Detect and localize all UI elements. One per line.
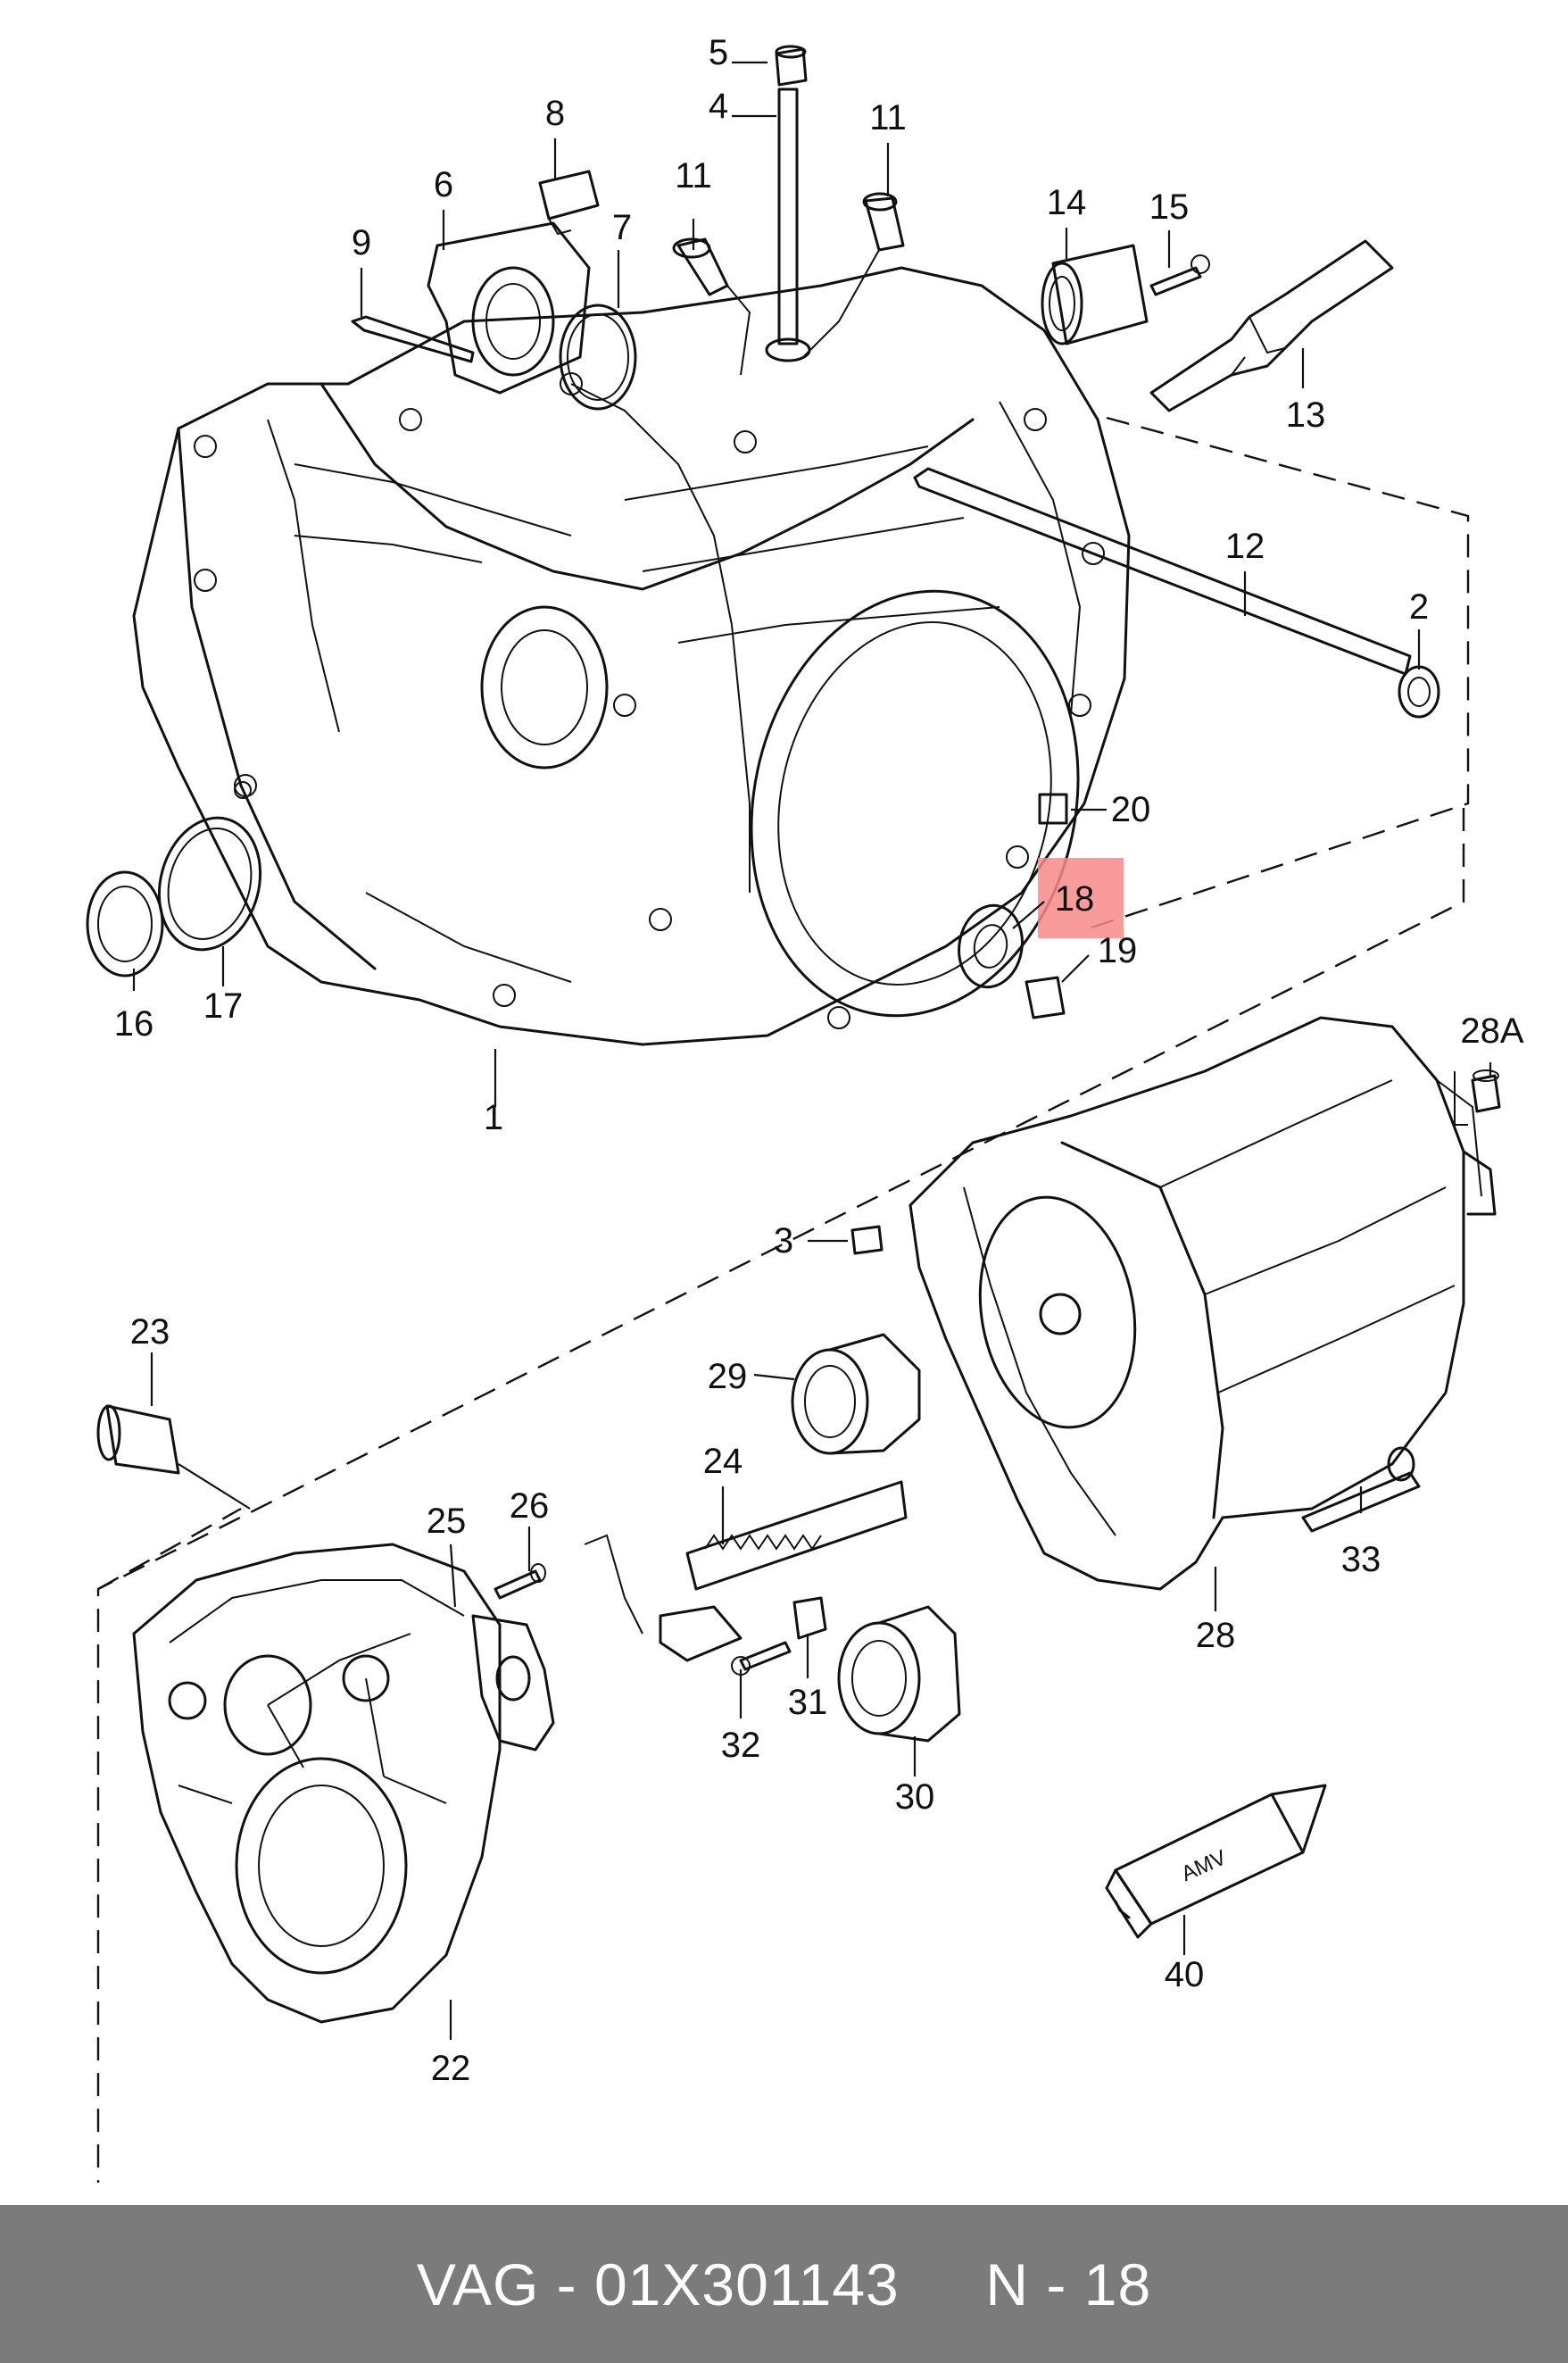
callout-29: 29 [708, 1357, 748, 1396]
callout-11: 11 [869, 98, 907, 137]
callout-28: 28 [1196, 1616, 1236, 1655]
callout-16: 16 [114, 1004, 154, 1044]
callout-33: 33 [1341, 1540, 1381, 1579]
top-small-parts [86, 45, 1440, 1019]
callout-1: 1 [484, 1098, 503, 1137]
callout-24: 24 [703, 1442, 743, 1481]
callout-5: 5 [709, 33, 728, 72]
callout-13: 13 [1286, 395, 1326, 435]
callout-32: 32 [721, 1726, 761, 1765]
callout-31: 31 [788, 1683, 828, 1722]
callout-25: 25 [427, 1502, 467, 1541]
callout-2: 2 [1409, 587, 1429, 627]
part-number-caption: VAG - 01X301143 N - 18 [416, 2251, 1152, 2317]
callout-40: 40 [1165, 1955, 1205, 1994]
footer-bar: VAG - 01X301143 N - 18 [0, 2205, 1568, 2363]
callout-4: 4 [709, 87, 728, 126]
middle-small-parts [96, 1225, 1421, 1751]
callout-19: 19 [1098, 931, 1138, 970]
gearbox-housing-part-1 [132, 266, 1131, 1046]
callout-9: 9 [352, 223, 371, 262]
callout-14: 14 [1047, 183, 1087, 222]
highlight-box [1038, 858, 1124, 938]
assembly-outlines [96, 416, 1470, 2183]
callout-20: 20 [1111, 790, 1151, 829]
callout-8: 8 [545, 94, 565, 133]
callout-26: 26 [510, 1486, 550, 1526]
callout-6: 6 [434, 165, 453, 204]
callout-22: 22 [431, 2049, 471, 2088]
amv-tube-label: AMV [1178, 1845, 1231, 1886]
callout-17: 17 [203, 986, 244, 1026]
callout-23: 23 [130, 1312, 170, 1352]
exploded-parts-diagram: AMV [86, 33, 1524, 2183]
callout-15: 15 [1149, 187, 1190, 227]
rear-housing-part-28 [908, 1016, 1501, 1591]
cover-part-22 [132, 1543, 502, 2024]
callout-7: 7 [612, 208, 632, 247]
amv-tube-part-40: AMV [1105, 1784, 1327, 1939]
leader-lines [132, 61, 1492, 2040]
callout-28A: 28A [1460, 1011, 1523, 1051]
callout-12: 12 [1225, 527, 1265, 566]
callout-30: 30 [895, 1777, 935, 1817]
callout-18: 18 [1055, 879, 1095, 919]
callout-3: 3 [774, 1221, 793, 1261]
callout-11: 11 [675, 156, 712, 196]
